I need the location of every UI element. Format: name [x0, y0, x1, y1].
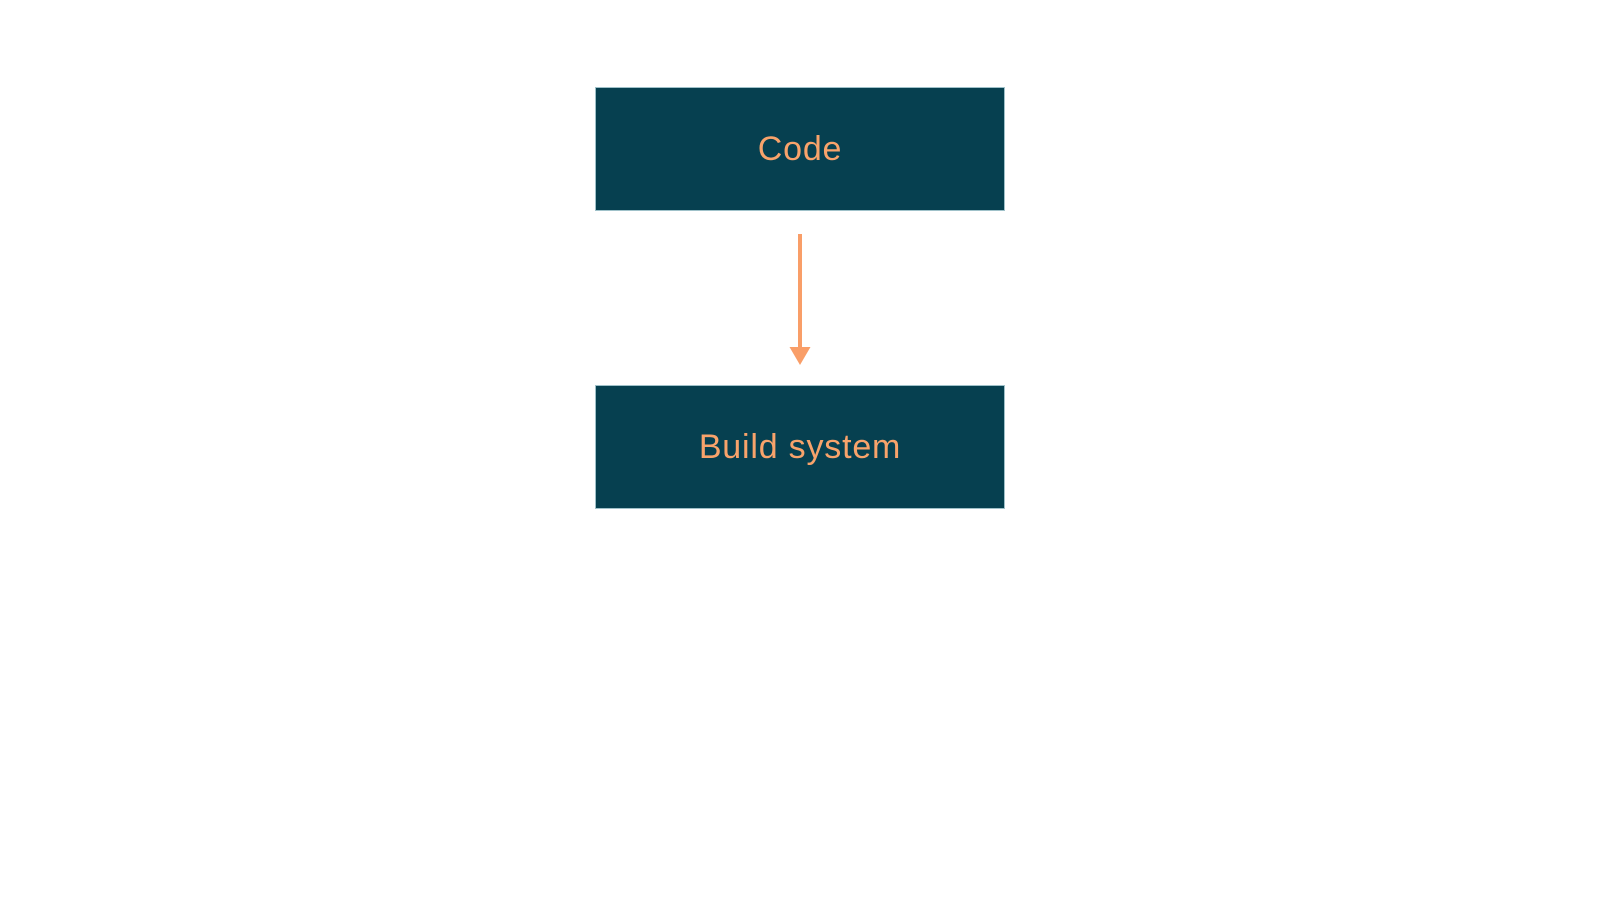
- node-build-system: Build system: [595, 385, 1005, 509]
- node-build-system-label: Build system: [698, 427, 902, 466]
- node-code-label: Code: [757, 129, 843, 168]
- arrow-down-icon: [789, 234, 811, 365]
- node-code: Code: [595, 87, 1005, 211]
